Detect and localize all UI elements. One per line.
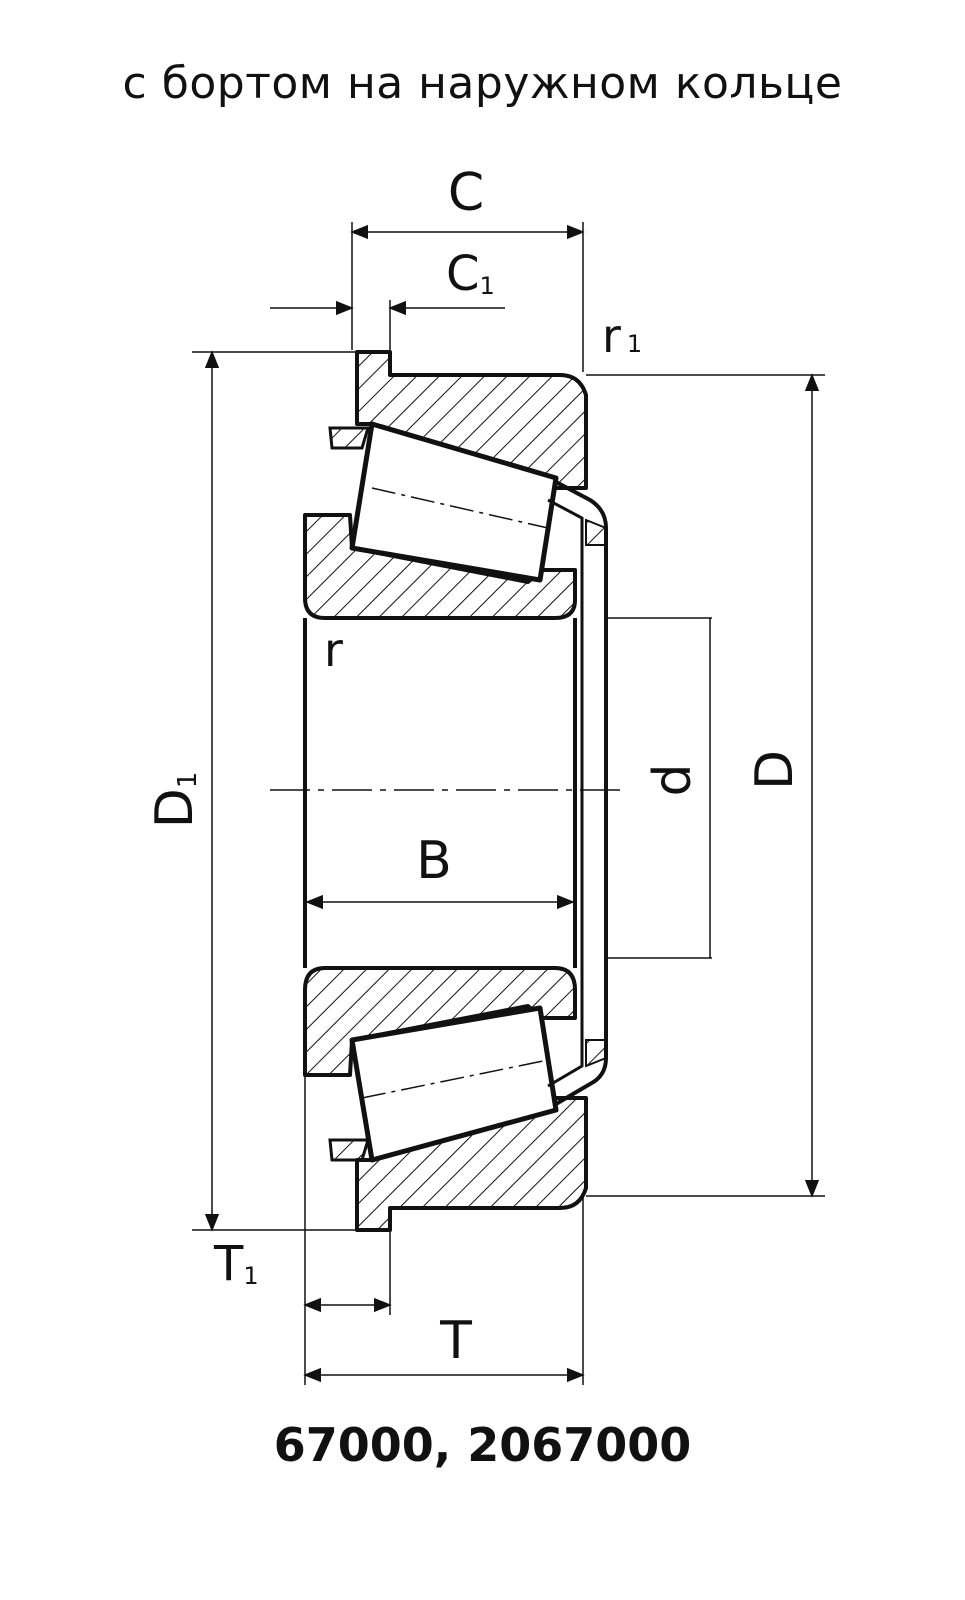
label-d-outer: D — [745, 750, 805, 790]
cage-edge-bottom — [585, 1039, 607, 1068]
cage-bottom — [328, 1138, 371, 1162]
inner-ring-top — [303, 513, 577, 620]
roller-top-axis — [371, 487, 549, 529]
label-t: T — [439, 1311, 472, 1371]
label-c1: C1 — [446, 246, 495, 302]
roller-top — [349, 421, 559, 583]
roller-bottom-axis — [361, 1059, 549, 1099]
cage-outline — [554, 480, 608, 1106]
label-d1: D1 — [145, 772, 205, 829]
roller-bottom — [349, 1005, 559, 1163]
label-t1: T1 — [213, 1236, 259, 1292]
label-b: B — [416, 831, 452, 891]
drawing-title: с бортом на наружном кольце — [122, 58, 843, 109]
cage-edge-top — [585, 518, 607, 546]
inner-ring-bottom — [303, 966, 577, 1077]
label-r: r — [324, 623, 343, 677]
cage-top — [328, 426, 371, 450]
cage-inner-line — [547, 498, 584, 1088]
label-d-bore: d — [643, 763, 703, 796]
series-caption: 67000, 2067000 — [273, 1418, 692, 1472]
label-c: C — [448, 163, 484, 223]
